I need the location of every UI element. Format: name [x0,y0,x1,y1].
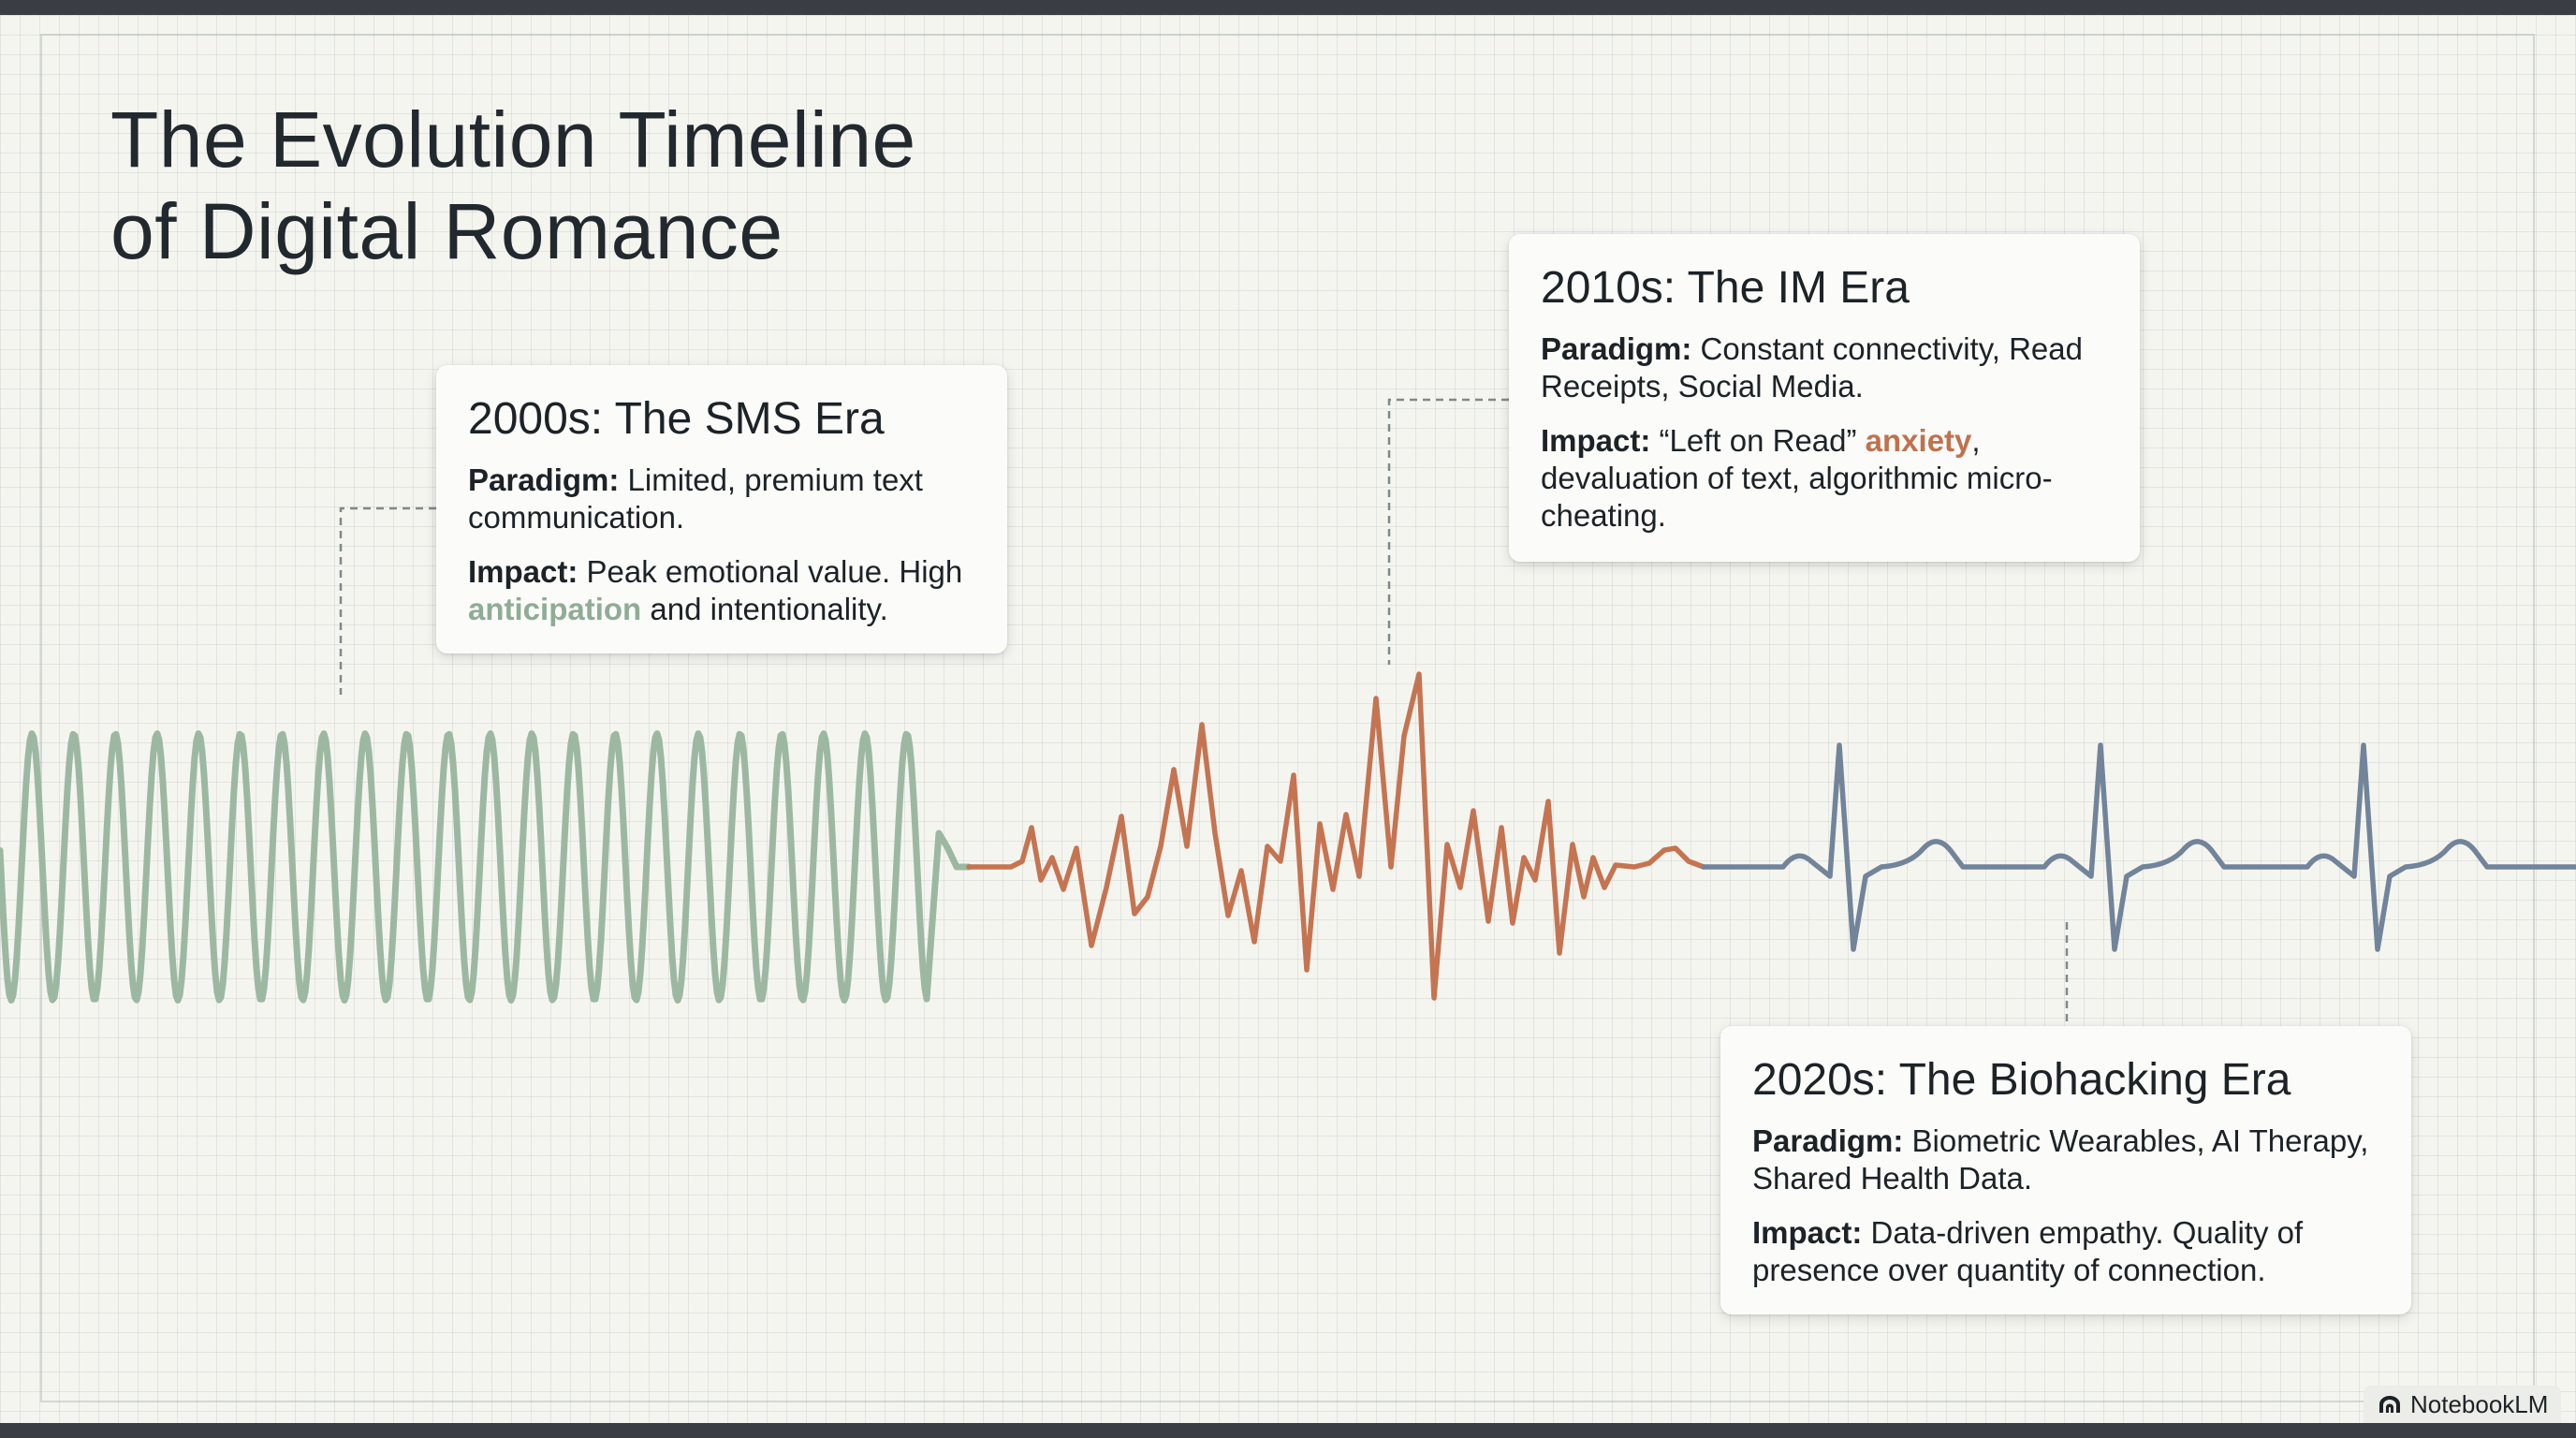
connector-sms [339,506,436,695]
paradigm-label: Paradigm: [468,462,620,497]
era-impact: Impact: Data-driven empathy. Quality of … [1752,1214,2379,1289]
title-line-1: The Evolution Timeline [110,95,916,183]
title-line-2: of Digital Romance [110,187,783,275]
notebooklm-badge[interactable]: NotebookLM [2364,1386,2562,1423]
era-card-sms: 2000s: The SMS Era Paradigm: Limited, pr… [436,365,1007,653]
page-title: The Evolution Timeline of Digital Romanc… [110,94,916,277]
era-card-biohacking: 2020s: The Biohacking Era Paradigm: Biom… [1720,1026,2411,1314]
impact-label: Impact: [1541,423,1651,458]
impact-label: Impact: [1752,1215,1863,1250]
badge-label: NotebookLM [2410,1389,2549,1418]
paradigm-text: Biometric Wearables, AI Therapy, Shared … [1752,1123,2369,1196]
era-paradigm: Paradigm: Constant connectivity, Read Re… [1541,330,2108,405]
era-heading: 2010s: The IM Era [1541,263,1910,313]
paradigm-text: Constant connectivity, Read Receipts, So… [1541,331,2083,404]
impact-text: “Left on Read” [1659,423,1857,458]
era-paradigm: Paradigm: Limited, premium text communic… [468,462,975,536]
waveform-im-era [966,671,1706,1001]
connector-lines [339,398,2069,1026]
waveform-biohacking-era [1701,742,2576,952]
era-paradigm: Paradigm: Biometric Wearables, AI Therap… [1752,1123,2379,1197]
impact-text-end: , devaluation of text, algorithmic micro… [1541,423,2053,533]
notebooklm-logo-icon [2379,1396,2400,1413]
era-impact: Impact: Peak emotional value. High antic… [468,553,975,628]
impact-text: Peak emotional value. High [586,554,963,589]
impact-text-end: and intentionality. [650,592,888,626]
paradigm-text: Limited, premium text communication. [468,462,923,535]
era-card-im: 2010s: The IM Era Paradigm: Constant con… [1509,234,2140,562]
waveform-sms-era [0,730,973,1004]
slide-frame [40,34,2535,1402]
era-impact: Impact: “Left on Read” anxiety, devaluat… [1541,422,2108,535]
paradigm-label: Paradigm: [1752,1123,1904,1158]
paradigm-label: Paradigm: [1541,331,1692,366]
impact-text: Data-driven empathy. Quality of presence… [1752,1215,2304,1287]
bottom-bar [0,1423,2576,1438]
era-heading: 2020s: The Biohacking Era [1752,1055,2291,1105]
era-heading: 2000s: The SMS Era [468,394,885,444]
impact-label: Impact: [468,554,578,589]
top-bar [0,0,2576,15]
impact-highlight: anticipation [468,592,642,626]
connector-im [1387,398,1509,665]
impact-highlight: anxiety [1865,423,1972,458]
